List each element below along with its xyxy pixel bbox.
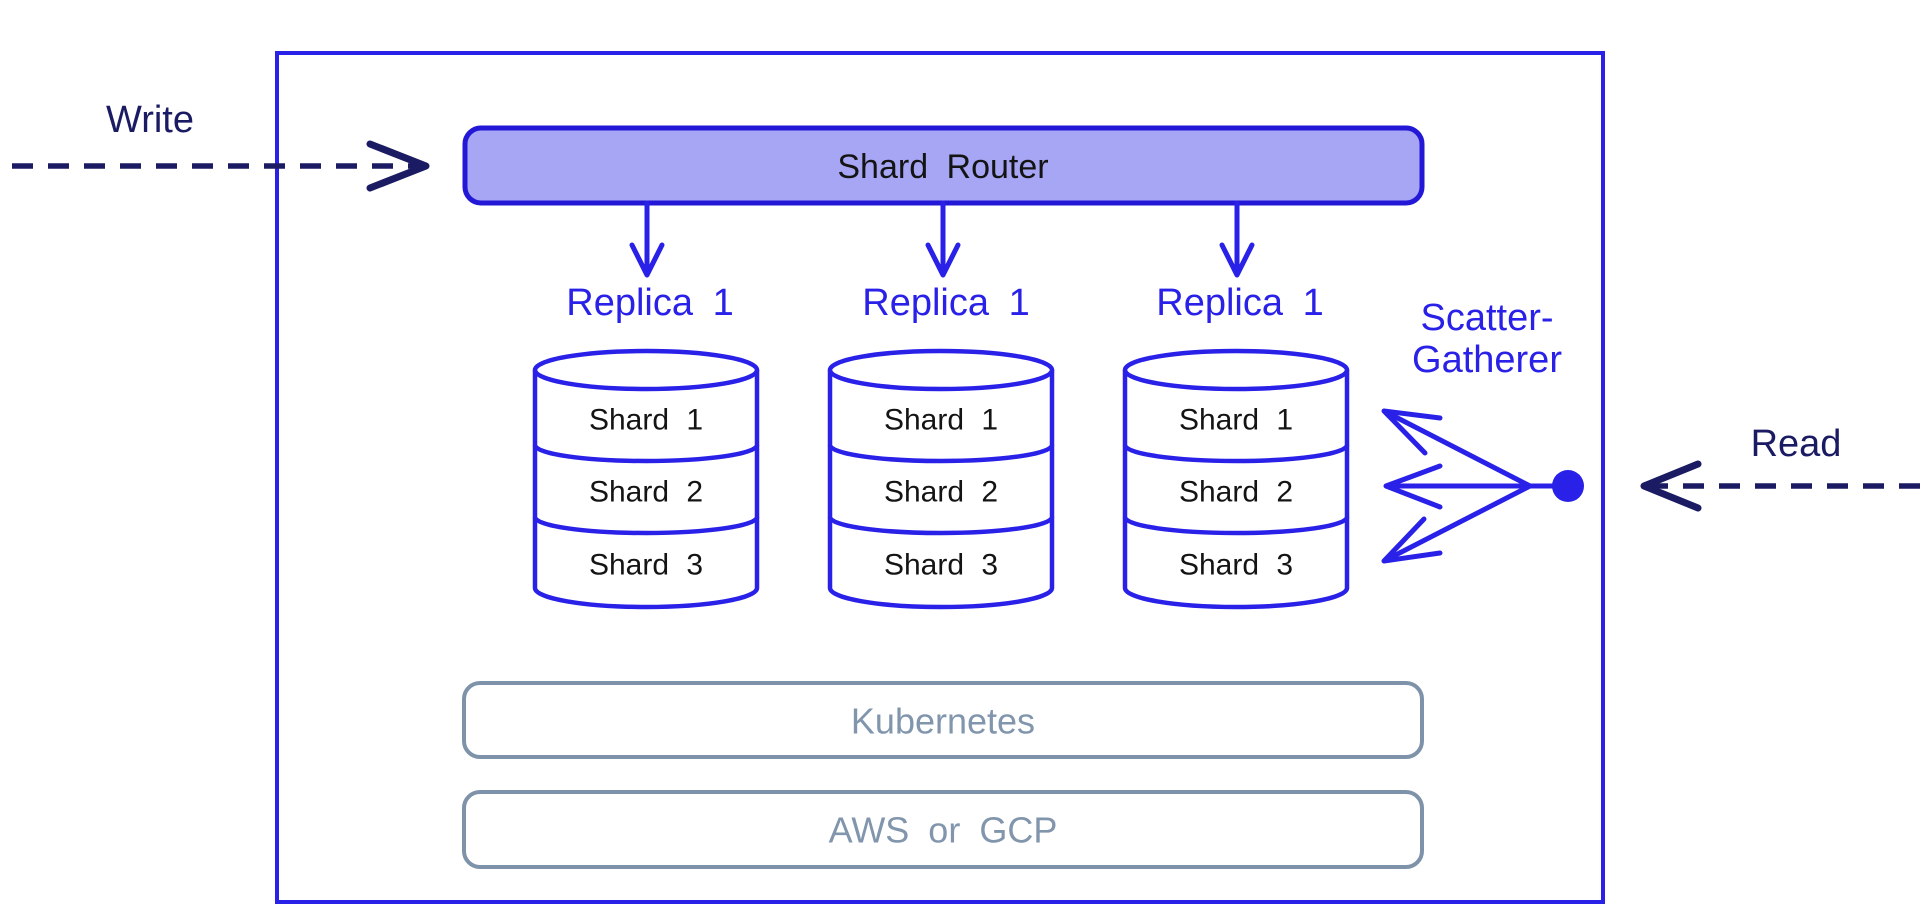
replica-group-2: Replica 1 Shard 1 Shard 2 Shard 3 xyxy=(827,282,1055,610)
database-cylinder-icon: Shard 1 Shard 2 Shard 3 xyxy=(827,348,1055,610)
scatter-arrowhead-icon xyxy=(1383,463,1443,510)
shard-segment-label: Shard 3 xyxy=(884,549,998,582)
replica-label: Replica 1 xyxy=(1156,282,1323,324)
shard-segment-label: Shard 3 xyxy=(1179,549,1293,582)
scatter-arrowhead-icon xyxy=(1381,516,1443,564)
replica-group-1: Replica 1 Shard 1 Shard 2 Shard 3 xyxy=(532,282,760,610)
database-cylinder-icon: Shard 1 Shard 2 Shard 3 xyxy=(1122,348,1350,610)
shard-segment-label: Shard 1 xyxy=(884,404,998,437)
router-to-replica-arrows xyxy=(629,200,1255,278)
aws-gcp-label: AWS or GCP xyxy=(829,810,1058,851)
replica-label: Replica 1 xyxy=(566,282,733,324)
aws-gcp-box xyxy=(462,790,1424,869)
replica-label: Replica 1 xyxy=(862,282,1029,324)
kubernetes-label: Kubernetes xyxy=(851,701,1035,742)
down-arrowhead-icon xyxy=(1219,242,1255,278)
scatter-arrow-shaft-bottom xyxy=(1383,483,1533,563)
database-cylinder-icon: Shard 1 Shard 2 Shard 3 xyxy=(532,348,760,610)
shard-segment-label: Shard 2 xyxy=(1179,476,1293,509)
read-arrowhead-icon xyxy=(1640,460,1702,512)
scatter-gatherer-label-line2: Gatherer xyxy=(1412,339,1562,381)
scatter-arrowhead-icon xyxy=(1381,408,1443,456)
down-arrowhead-icon xyxy=(629,242,665,278)
scatter-gatherer-label-line1: Scatter- xyxy=(1420,297,1553,339)
down-arrowhead-icon xyxy=(925,242,961,278)
scatter-gather-arrows xyxy=(1381,408,1584,564)
replica-group-3: Replica 1 Shard 1 Shard 2 Shard 3 xyxy=(1122,282,1350,610)
scatter-arrow-shaft-top xyxy=(1383,409,1533,489)
shard-router-label: Shard Router xyxy=(837,148,1048,186)
write-arrowhead-icon xyxy=(366,140,430,192)
kubernetes-box xyxy=(462,681,1424,759)
gather-point-dot xyxy=(1552,470,1584,502)
write-label: Write xyxy=(106,99,194,141)
system-boundary-box xyxy=(275,51,1605,904)
read-label: Read xyxy=(1751,423,1842,465)
shard-segment-label: Shard 1 xyxy=(589,404,703,437)
shard-segment-label: Shard 2 xyxy=(884,476,998,509)
shard-segment-label: Shard 3 xyxy=(589,549,703,582)
shard-segment-label: Shard 2 xyxy=(589,476,703,509)
shard-segment-label: Shard 1 xyxy=(1179,404,1293,437)
